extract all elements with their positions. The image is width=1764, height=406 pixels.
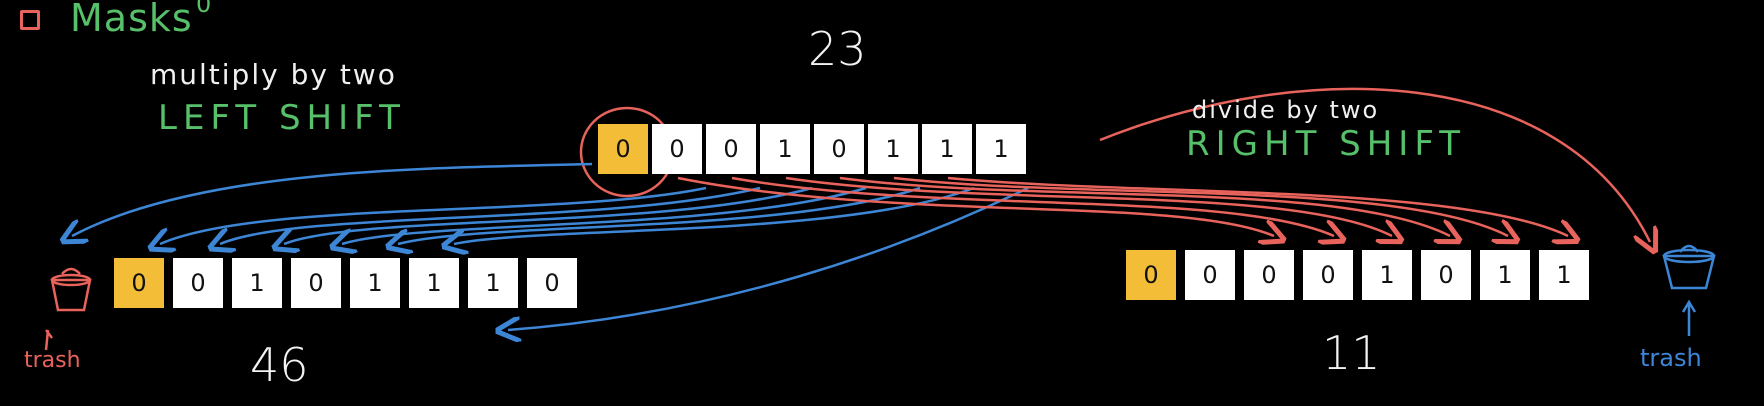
trash-label-left: trash (24, 348, 81, 373)
bit3-right-arrow (839, 176, 1450, 236)
fill-zero-arrow (506, 330, 542, 341)
top-bit-2: 0 (706, 124, 756, 174)
left-bit-3: 0 (291, 258, 341, 308)
bit2-right-arrow (785, 176, 1392, 236)
top-bit-1: 0 (652, 124, 702, 174)
top-bit-4: 0 (814, 124, 864, 174)
masks-checkbox-icon (20, 10, 40, 30)
bit6-shift-arrow (454, 186, 975, 244)
left-number: 46 (250, 338, 309, 392)
left-bit-6: 1 (468, 258, 518, 308)
right-bit-1: 0 (1185, 250, 1235, 300)
left-bit-7: 0 (527, 258, 577, 308)
bit1-right-arrow (731, 176, 1334, 236)
top-bit-6: 1 (922, 124, 972, 174)
left-bit-2: 1 (232, 258, 282, 308)
left-bit-0: 0 (114, 258, 164, 308)
trash-label-right: trash (1640, 344, 1702, 372)
top-number: 23 (808, 22, 867, 76)
left-shift-caption: LEFT SHIFT (158, 98, 406, 138)
bit0-right-arrow (677, 176, 1274, 236)
bit2-shift-arrow (220, 186, 761, 244)
trash-can-right-icon (1662, 244, 1716, 336)
right-shift-arrows (677, 87, 1650, 242)
bit7-shift-arrow (508, 186, 1029, 330)
msb-to-trash-arrow (72, 162, 593, 236)
right-bit-2: 0 (1244, 250, 1294, 300)
divide-caption: divide by two (1192, 96, 1380, 124)
trash-can-left-icon (44, 267, 92, 351)
left-shift-arrows (72, 162, 1029, 341)
right-bit-5: 0 (1421, 250, 1471, 300)
right-bit-7: 1 (1539, 250, 1589, 300)
lsb-to-trash-arrow (1099, 87, 1650, 242)
bit4-right-arrow (893, 176, 1508, 236)
left-bit-5: 1 (409, 258, 459, 308)
right-number: 11 (1322, 326, 1381, 380)
masks-title: Masks (70, 0, 193, 40)
masks-superscript: 0 (196, 0, 212, 18)
right-shift-caption: RIGHT SHIFT (1186, 124, 1467, 164)
right-bit-4: 1 (1362, 250, 1412, 300)
top-bit-5: 1 (868, 124, 918, 174)
multiply-caption: multiply by two (150, 58, 397, 91)
left-bit-4: 1 (350, 258, 400, 308)
top-bit-0: 0 (598, 124, 648, 174)
top-bit-3: 1 (760, 124, 810, 174)
right-bit-3: 0 (1303, 250, 1353, 300)
right-bit-6: 1 (1480, 250, 1530, 300)
top-bit-7: 1 (976, 124, 1026, 174)
bit5-right-arrow (947, 176, 1568, 236)
right-bit-0: 0 (1126, 250, 1176, 300)
left-bit-1: 0 (173, 258, 223, 308)
